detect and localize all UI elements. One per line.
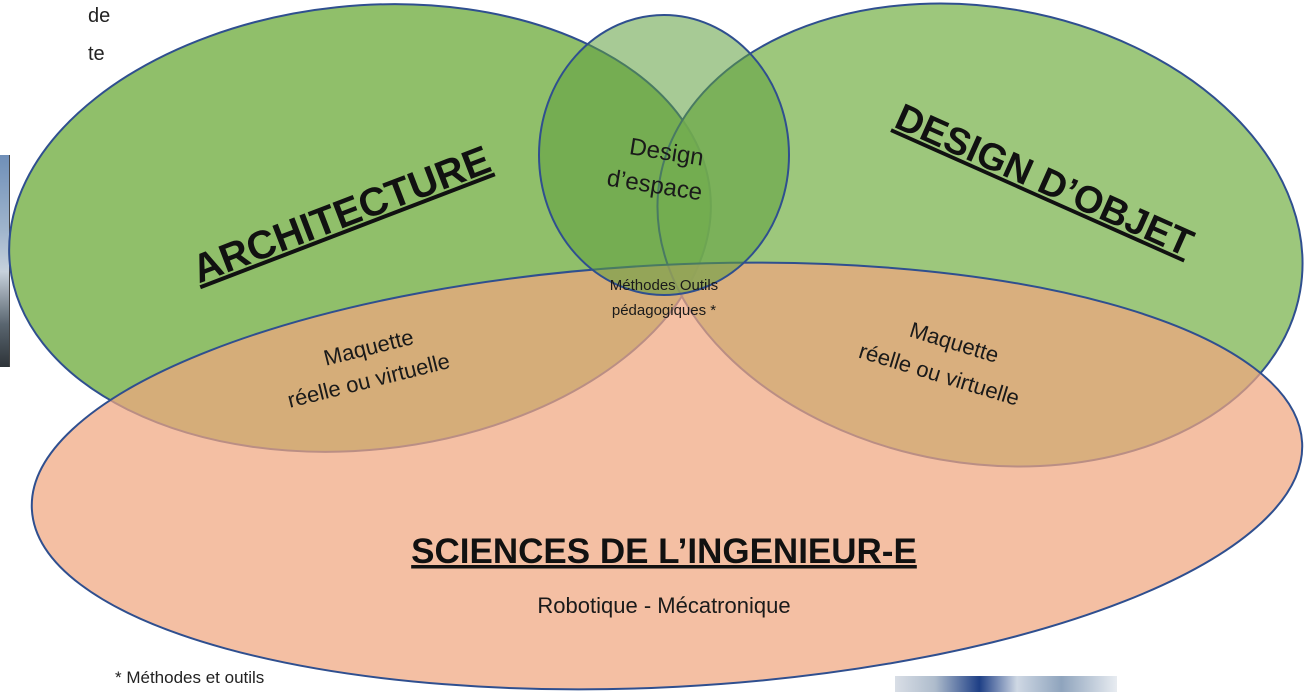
design-espace-circle [538, 14, 790, 296]
bottom-photo-fragment [895, 676, 1117, 692]
center-overlap-label-line1: Méthodes Outils [610, 277, 718, 294]
sciences-sublabel: Robotique - Mécatronique [537, 593, 790, 618]
center-overlap-label-line2: pédagogiques * [612, 302, 716, 319]
sciences-label: SCIENCES DE L’INGENIEUR-E [411, 532, 917, 571]
side-text-fragment-1: de [88, 5, 111, 27]
footnote: * Méthodes et outils [115, 668, 265, 687]
side-text-fragment-2: te [88, 43, 105, 65]
